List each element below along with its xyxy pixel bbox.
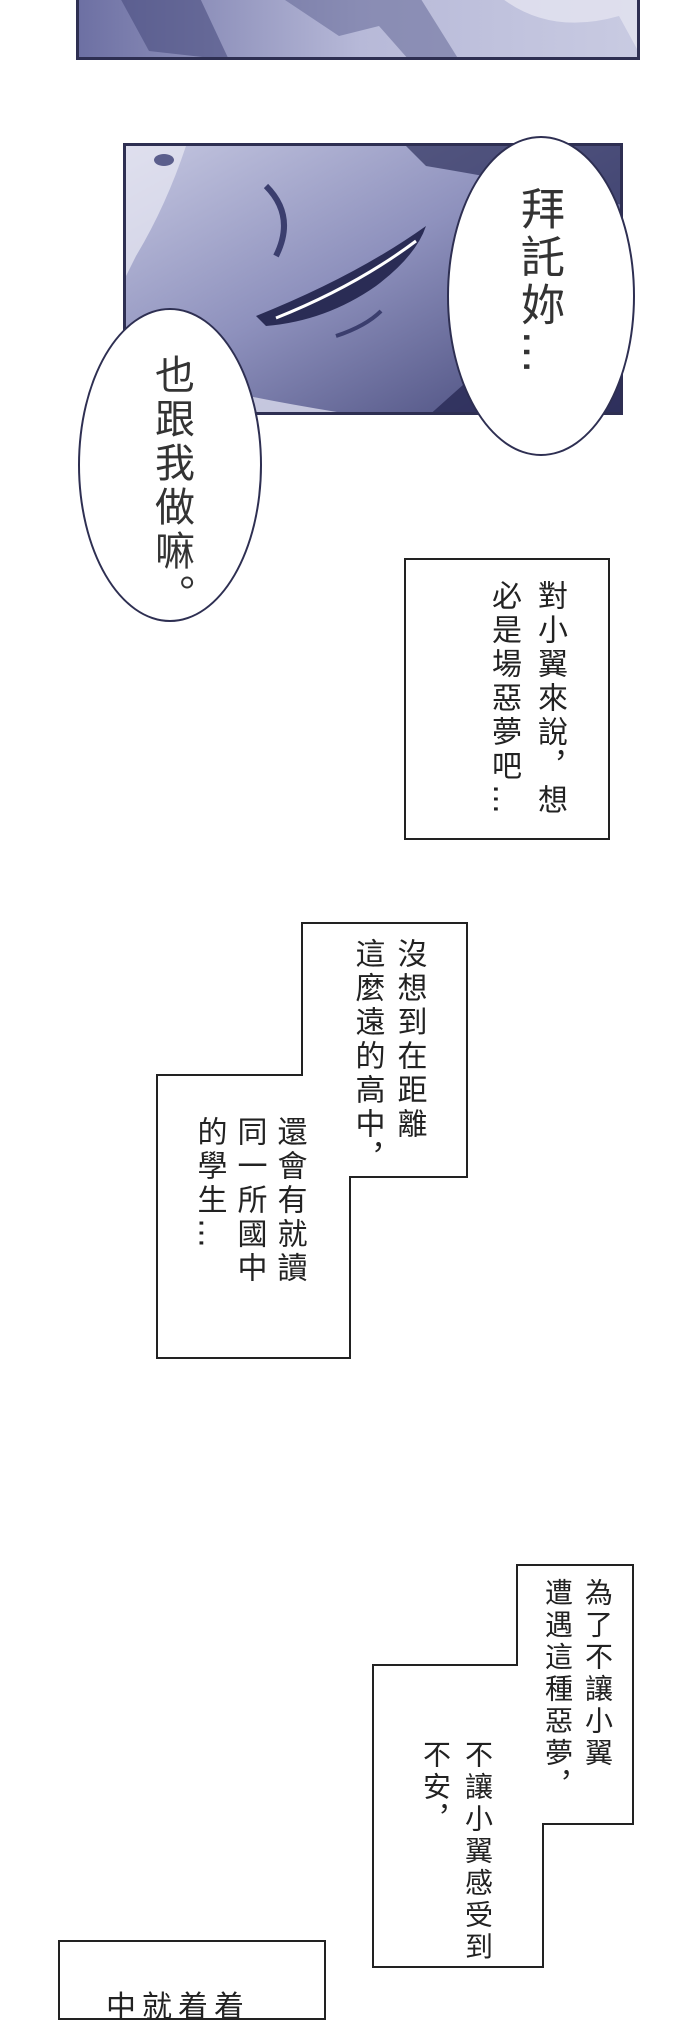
top-panel-art	[79, 0, 637, 57]
narration-text-nightmare-col1: 對小翼來說，想	[532, 580, 567, 818]
narration-text-distance-col1: 沒想到在距離	[391, 938, 427, 1142]
speech-text-please: 拜託妳…	[513, 186, 564, 378]
narration-text-same-school-col2: 同一所國中	[231, 1116, 267, 1286]
narration-box-outline-distance	[156, 922, 468, 1359]
narration-box-outline-protect	[372, 1564, 634, 1968]
narration-text-nightmare-col2: 必是場惡夢吧…	[486, 580, 521, 818]
top-panel-fragment	[76, 0, 640, 60]
speech-bubble-please: 拜託妳…	[447, 136, 635, 456]
narration-text-partial: 中就着着	[106, 1990, 250, 2020]
narration-text-distance-col2: 這麼遠的高中，	[349, 938, 385, 1176]
speech-text-do-it: 也跟我做嘛。	[148, 354, 194, 618]
narration-text-protect-col1: 為了不讓小翼	[581, 1578, 614, 1770]
narration-text-anxiety-col1: 不讓小翼感受到	[461, 1740, 494, 1964]
narration-text-same-school-col3: 的學生…	[191, 1116, 227, 1252]
narration-text-protect-col2: 遭遇這種惡夢，	[541, 1578, 574, 1802]
narration-box-partial: 中就着着	[58, 1940, 326, 2020]
speech-bubble-do-it: 也跟我做嘛。	[78, 308, 262, 622]
narration-box-nightmare: 對小翼來說，想 必是場惡夢吧…	[404, 558, 610, 840]
narration-text-same-school-col1: 還會有就讀	[271, 1116, 307, 1286]
narration-text-anxiety-col2: 不安，	[419, 1740, 452, 1836]
